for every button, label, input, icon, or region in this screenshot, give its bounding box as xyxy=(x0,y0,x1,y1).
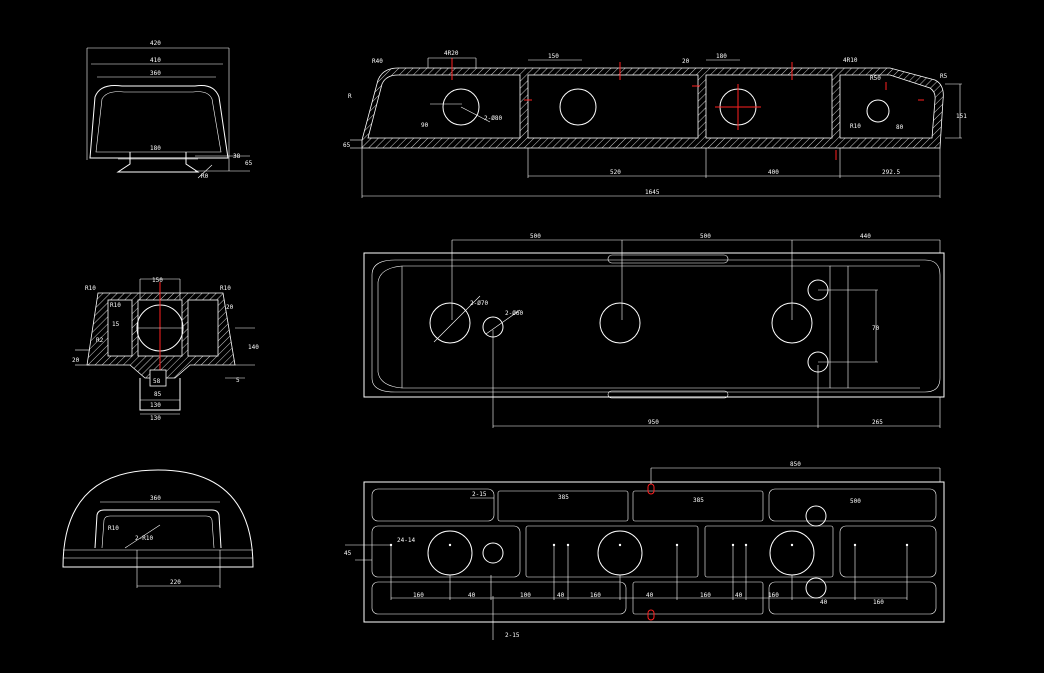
dim-text: R40 xyxy=(372,58,383,65)
dim-text: 40 xyxy=(468,592,476,599)
dim-text: 400 xyxy=(768,169,779,176)
dim-text: 150 xyxy=(548,53,559,60)
dim-text: 90 xyxy=(421,122,429,129)
dim-text: 85 xyxy=(154,391,162,398)
dim-text: 385 xyxy=(693,497,704,504)
dim-text: 40 xyxy=(735,592,743,599)
dim-text: 5 xyxy=(236,377,240,384)
dim-text: 500 xyxy=(850,498,861,505)
dim-text: 4R10 xyxy=(843,57,858,64)
front-view: R40 4R20 150 20 180 4R10 R50 R5 2-Ø80 90… xyxy=(343,50,967,198)
dim-text: 360 xyxy=(150,495,161,502)
dim-text: 20 xyxy=(682,58,690,65)
top-left-section-view: 420 410 360 180 38 65 R0 xyxy=(86,40,253,180)
dim-text: 151 xyxy=(956,113,967,120)
dim-text: 180 xyxy=(150,145,161,152)
dim-text: R10 xyxy=(108,525,119,532)
bottom-view: 850 2-15 385 385 500 45 24-14 160 40 100… xyxy=(344,461,945,640)
dim-text: 130 xyxy=(150,402,161,409)
dim-text: 38 xyxy=(233,153,241,160)
dim-text: 140 xyxy=(248,344,259,351)
dim-text: R2 xyxy=(96,337,104,344)
dim-text: 160 xyxy=(700,592,711,599)
dim-text: 20 xyxy=(226,304,234,311)
dim-text: 160 xyxy=(873,599,884,606)
dim-text: 520 xyxy=(610,169,621,176)
dim-text: 2-Ø60 xyxy=(505,310,523,317)
dim-text: 180 xyxy=(716,53,727,60)
dim-text: 2-Ø80 xyxy=(484,115,502,122)
dim-text: 40 xyxy=(820,599,828,606)
dim-text: 130 xyxy=(150,415,161,422)
dim-text: 2-15 xyxy=(472,491,487,498)
dim-text: 80 xyxy=(896,124,904,131)
dim-text: 385 xyxy=(558,494,569,501)
dim-text: 20 xyxy=(72,357,80,364)
dim-text: R10 xyxy=(110,302,121,309)
bottom-left-section-view: 360 R10 2-R10 220 xyxy=(62,469,254,588)
dim-text: 100 xyxy=(520,592,531,599)
dim-text: 150 xyxy=(152,277,163,284)
dim-text: 2-R10 xyxy=(135,535,153,542)
dim-text: R10 xyxy=(85,285,96,292)
dim-text: 65 xyxy=(245,160,253,167)
plan-view: 500 500 440 2-Ø70 2-Ø60 70 950 265 xyxy=(363,233,945,428)
dim-text: 850 xyxy=(790,461,801,468)
middle-left-section-view: 150 R10 R10 R10 20 15 130 58 85 130 20 1… xyxy=(72,277,259,422)
dim-text: 265 xyxy=(872,419,883,426)
dim-text: 950 xyxy=(648,419,659,426)
dim-text: 160 xyxy=(590,592,601,599)
dim-text: 2-Ø70 xyxy=(470,300,488,307)
dim-text: 440 xyxy=(860,233,871,240)
dim-text: 24-14 xyxy=(397,537,415,544)
dim-text: R0 xyxy=(201,173,209,180)
dim-text: 4R20 xyxy=(444,50,459,57)
dim-text: R10 xyxy=(850,123,861,130)
dim-text: 160 xyxy=(768,592,779,599)
dim-text: 65 xyxy=(343,142,351,149)
dim-text: 220 xyxy=(170,579,181,586)
dim-text: 40 xyxy=(557,592,565,599)
dim-text: 500 xyxy=(530,233,541,240)
dim-text: 58 xyxy=(153,378,161,385)
dim-text: 292.5 xyxy=(882,169,900,176)
dim-text: 2-15 xyxy=(505,632,520,639)
dim-text: 500 xyxy=(700,233,711,240)
dim-text: R50 xyxy=(870,75,881,82)
dim-text: 45 xyxy=(344,550,352,557)
dim-text: 40 xyxy=(646,592,654,599)
dim-text: R5 xyxy=(940,73,948,80)
dim-text: 15 xyxy=(112,321,120,328)
dim-text: 360 xyxy=(150,70,161,77)
dim-text: 70 xyxy=(872,325,880,332)
dim-text: R10 xyxy=(220,285,231,292)
dim-text: 410 xyxy=(150,57,161,64)
dim-text: 160 xyxy=(413,592,424,599)
dim-text: 1645 xyxy=(645,189,660,196)
dim-text: 420 xyxy=(150,40,161,47)
dim-text: R xyxy=(348,93,352,100)
